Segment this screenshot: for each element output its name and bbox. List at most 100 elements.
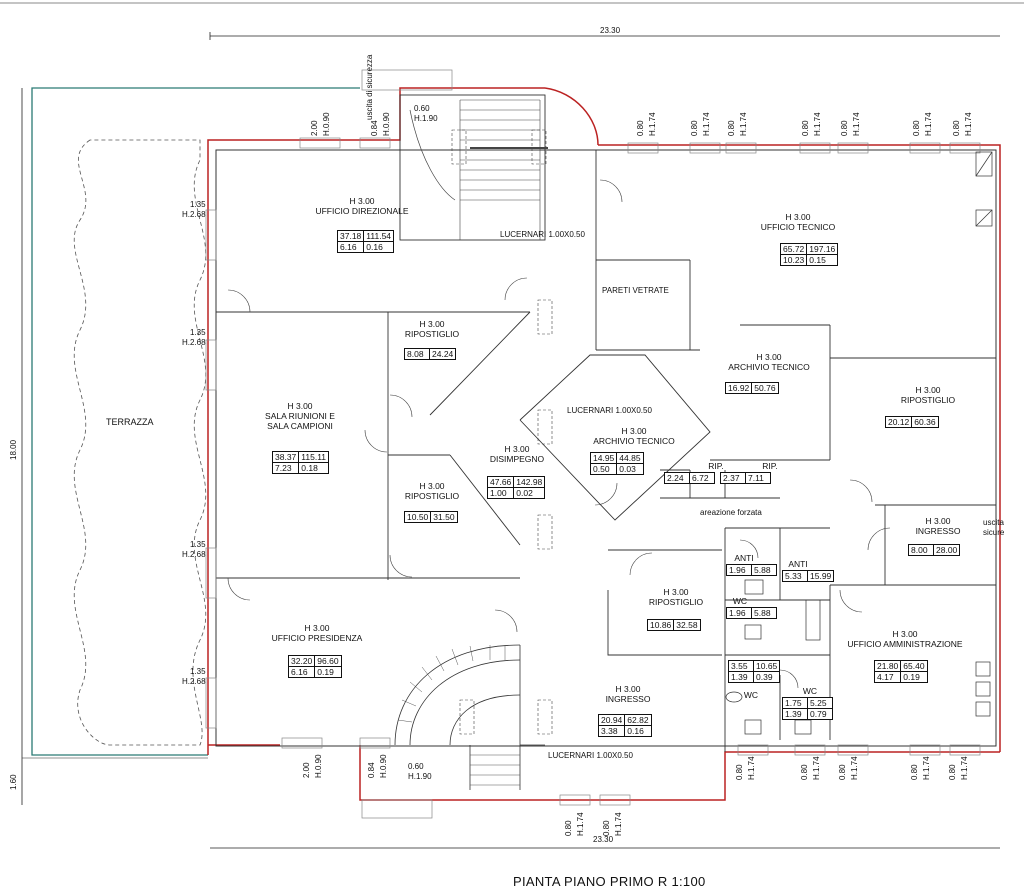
room-label-line: RIPOSTIGLIO [648, 597, 704, 607]
window-dim: H.1.74 [747, 756, 756, 780]
uscita-sicurezza-label: uscita di sicurezza [365, 54, 374, 120]
area-cell: 0.39 [752, 671, 781, 683]
terrace-label: TERRAZZA [106, 417, 154, 427]
window-dim: 1.35 [190, 200, 206, 209]
window-dim: 0.80 [636, 120, 645, 136]
area-cell: 32.58 [673, 619, 701, 631]
area-cell: 20.94 [597, 714, 626, 726]
area-cell: 0.50 [589, 463, 618, 475]
room-label-line: RIP. [762, 461, 778, 471]
area-cell: 7.23 [271, 462, 300, 474]
lucernari-note: LUCERNARI 1.00X0.50 [567, 406, 652, 415]
area-cell: 0.16 [624, 725, 652, 737]
area-cell: 6.16 [287, 666, 316, 678]
area-cell: 6.16 [336, 241, 365, 253]
window-dim: H.2.68 [182, 677, 206, 686]
room-label-line: DISIMPEGNO [489, 454, 545, 464]
room-label-line: SALA RIUNIONI E [265, 411, 335, 421]
window-dim: H.1.74 [850, 756, 859, 780]
area-cell: 96.60 [314, 655, 342, 667]
room-label-line: H 3.00 [349, 196, 375, 206]
area-cell: 8.08 [404, 348, 430, 360]
window-dim: 0.80 [800, 764, 809, 780]
room-label-anti-1: ANTI [734, 553, 753, 563]
area-cell: 5.33 [782, 570, 808, 582]
area-cell: 197.16 [806, 243, 839, 255]
area-cell: 24.24 [428, 348, 457, 360]
left-total-dim: 18.00 [9, 439, 18, 460]
area-cell: 1.75 [782, 697, 808, 709]
area-cell: 1.00 [486, 487, 515, 499]
window-dim: 0.80 [727, 120, 736, 136]
area-cell: 65.40 [900, 660, 928, 672]
room-label-wc-3: WC [803, 686, 817, 696]
room-label-line: H 3.00 [615, 684, 641, 694]
window-dim: H.1.74 [576, 812, 585, 836]
window-dim: H.1.74 [648, 112, 657, 136]
window-dim: H.0.90 [379, 754, 388, 778]
room-label-line: H 3.00 [304, 623, 330, 633]
area-cell: 0.15 [806, 254, 839, 266]
area-cell: 0.16 [363, 241, 395, 253]
area-cell: 1.39 [728, 671, 754, 683]
window-dim: 0.84 [367, 762, 376, 778]
area-cell: 0.03 [616, 463, 644, 475]
room-label-line: SALA CAMPIONI [267, 421, 333, 431]
top-total-dim: 23.30 [600, 26, 621, 35]
area-cell: 10.23 [779, 254, 808, 266]
room-label-line: INGRESSO [605, 694, 651, 704]
window-dim: 0.80 [952, 120, 961, 136]
room-label-wc-1: WC [733, 596, 747, 606]
window-dim: 1.35 [190, 667, 206, 676]
room-label-line: ANTI [788, 559, 808, 569]
area-cell: 47.66 [486, 476, 515, 488]
room-label-line: RIPOSTIGLIO [404, 491, 460, 501]
area-cell: 1.39 [782, 708, 808, 720]
area-cell: 21.80 [873, 660, 902, 672]
window-dim: 2.00 [310, 120, 319, 136]
area-cell: 111.54 [363, 230, 395, 242]
room-label-line: UFFICIO AMMINISTRAZIONE [847, 639, 963, 649]
room-label-line: ANTI [734, 553, 754, 563]
room-label-anti-2: ANTI [788, 559, 807, 569]
room-label-line: RIP. [708, 461, 724, 471]
window-dim: 0.80 [912, 120, 921, 136]
area-cell: 10.50 [403, 511, 432, 523]
window-dim: 0.80 [910, 764, 919, 780]
area-cell: 142.98 [513, 476, 546, 488]
room-label-line: INGRESSO [915, 526, 961, 536]
area-cell: 60.36 [911, 416, 939, 428]
window-dim: 0.80 [690, 120, 699, 136]
area-cell: 20.12 [884, 416, 913, 428]
window-dim: H.1.74 [702, 112, 711, 136]
area-cell: 10.86 [646, 619, 675, 631]
room-label-line: RIPOSTIGLIO [900, 395, 956, 405]
area-cell: 37.18 [336, 230, 365, 242]
room-label-line: H 3.00 [915, 385, 941, 395]
window-dim: 0.60 [414, 104, 430, 113]
area-cell: 3.38 [597, 725, 626, 737]
window-dim: 0.80 [840, 120, 849, 136]
window-dim: 0.80 [564, 820, 573, 836]
area-cell: 8.00 [908, 544, 934, 556]
bottom-total-dim: 23.30 [593, 835, 614, 844]
room-label-line: H 3.00 [419, 481, 445, 491]
area-cell: 2.24 [664, 472, 690, 484]
window-dim: H.1.74 [964, 112, 973, 136]
area-cell: 0.19 [900, 671, 928, 683]
area-cell: 38.37 [271, 451, 300, 463]
